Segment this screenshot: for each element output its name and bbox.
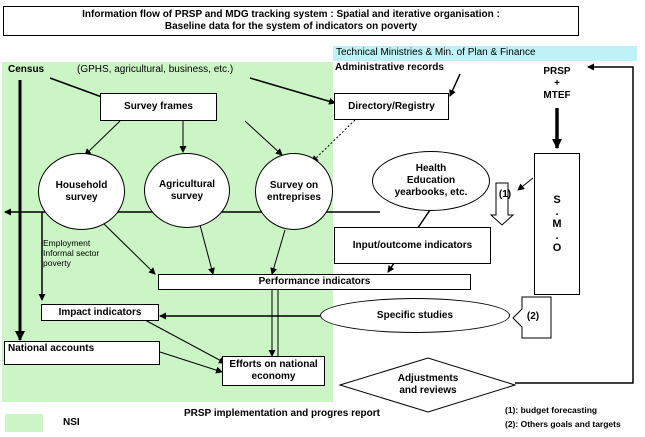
adjustments-line-2: and reviews — [399, 385, 457, 396]
health-line-2: Education — [406, 175, 456, 186]
household-survey-node: Household survey — [38, 153, 125, 230]
nsi-legend-label: NSI — [63, 417, 80, 428]
marker1-block-arrow — [489, 182, 515, 226]
efforts-line-2: economy — [251, 371, 296, 382]
report-label: PRSP implementation and progres report — [184, 408, 380, 419]
health-education-node: Health Education yearbooks, etc. — [372, 151, 490, 211]
national-accounts-box: National accounts — [4, 341, 160, 365]
efforts-box: Efforts on national economy — [222, 356, 325, 386]
smo-dot-2: . — [555, 230, 559, 242]
prsp-label: PRSP + MTEF — [535, 66, 579, 102]
national-accounts-text: National accounts — [8, 343, 95, 354]
smo-to-marker1-arrow — [517, 177, 534, 191]
adjustments-line-1: Adjustments — [397, 373, 459, 384]
admin-records-label: Administrative records — [335, 62, 444, 73]
directory-to-enterprise-arrow — [311, 119, 356, 163]
adjustments-diamond — [338, 357, 517, 413]
agricultural-line-2: survey — [170, 190, 204, 202]
frames-to-household-arrow — [84, 120, 121, 156]
census-label: Census — [8, 64, 45, 75]
ministries-label: Technical Ministries & Min. of Plan & Fi… — [336, 47, 536, 58]
nsi-legend-swatch — [5, 414, 43, 432]
employment-line-3: poverty — [43, 258, 71, 268]
smo-m: M — [552, 218, 562, 230]
enterprise-line-2: entreprises — [267, 191, 321, 203]
title-line-2: Baseline data for the system of indicato… — [164, 21, 418, 32]
employment-line-2: Informal sector — [43, 248, 100, 258]
employment-line-1: Employment — [43, 238, 91, 248]
legend-note-2: (2): Others goals and targets — [505, 419, 621, 429]
directory-registry-box: Directory/Registry — [334, 93, 449, 120]
prsp-text: PRSP — [543, 66, 571, 77]
legend-note-1: (1): budget forecasting — [505, 405, 598, 415]
review-loop-line — [515, 63, 634, 384]
accounts-to-efforts-arrow — [159, 351, 223, 374]
mtef-text: MTEF — [543, 90, 571, 101]
marker-1: (1) — [498, 189, 512, 200]
smo-o: O — [552, 242, 562, 254]
efforts-line-1: Efforts on national — [229, 359, 318, 370]
plus-text: + — [554, 78, 560, 89]
agri-to-performance-arrow — [199, 224, 215, 275]
enterprise-to-performance-arrow — [270, 229, 286, 275]
enterprise-survey-node: Survey on entreprises — [255, 153, 333, 230]
employment-label: Employment Informal sector poverty — [43, 238, 99, 268]
marker-2: (2) — [526, 311, 540, 322]
household-line-1: Household — [55, 179, 108, 191]
sources-to-directory-arrow — [249, 77, 336, 105]
enterprise-line-1: Survey on — [269, 179, 319, 191]
smo-box: S . M . O — [534, 153, 580, 295]
health-line-1: Health — [415, 163, 447, 174]
ministries-banner — [333, 46, 637, 61]
adjustments-label: Adjustments and reviews — [380, 373, 476, 397]
impact-indicators-box: Impact indicators — [41, 304, 159, 321]
smo-dot-1: . — [555, 206, 559, 218]
agricultural-survey-node: Agricultural survey — [144, 153, 230, 228]
survey-frames-box: Survey frames — [100, 93, 217, 121]
diagram-title: Information flow of PRSP and MDG trackin… — [3, 6, 579, 36]
impact-to-efforts-arrow — [144, 319, 226, 364]
title-line-1: Information flow of PRSP and MDG trackin… — [82, 9, 500, 20]
performance-indicators-box: Performance indicators — [158, 274, 471, 290]
specific-studies-node: Specific studies — [320, 298, 510, 333]
health-line-3: yearbooks, etc. — [394, 187, 468, 198]
census-sources-label: (GPHS, agricultural, business, etc.) — [77, 64, 234, 75]
agricultural-line-1: Agricultural — [158, 178, 216, 190]
marker2-block-arrow — [512, 296, 552, 339]
household-line-2: survey — [65, 191, 98, 203]
admin-to-directory-arrow — [449, 73, 461, 97]
household-to-performance-arrow — [99, 219, 156, 275]
input-outcome-box: Input/outcome indicators — [334, 227, 491, 264]
smo-s: S — [553, 194, 561, 206]
frames-to-enterprise-arrow — [244, 120, 283, 156]
